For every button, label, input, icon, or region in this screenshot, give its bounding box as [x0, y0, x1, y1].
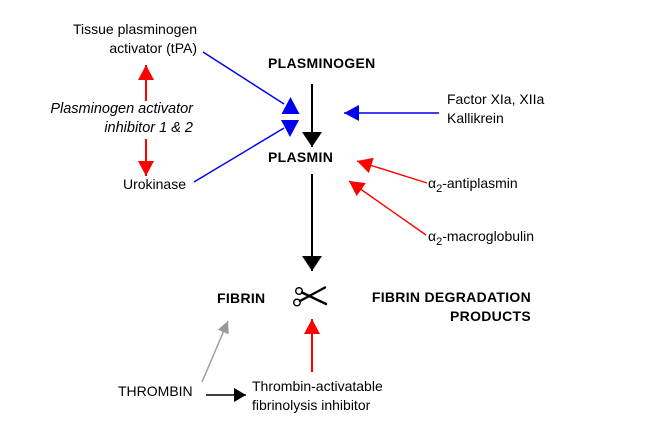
thrombin-label: THROMBIN — [118, 383, 193, 399]
tpa-label: Tissue plasminogen activator (tPA) — [73, 21, 197, 56]
plasmin-label: PLASMIN — [268, 149, 334, 165]
urokinase-label: Urokinase — [122, 176, 186, 192]
fdp-label: FIBRIN DEGRADATION PRODUCTS — [371, 289, 531, 324]
tafi-label: Thrombin-activatable fibrinolysis inhibi… — [252, 378, 383, 413]
tpa-activation-arrowhead — [281, 97, 300, 114]
fibrin-label: FIBRIN — [217, 290, 266, 306]
urokinase-activation-arrowhead — [281, 120, 299, 137]
arrow-tpa-activation-line — [202, 51, 285, 105]
arrow-urokinase-activation-line — [193, 127, 285, 183]
antiplasmin-label: α2-antiplasmin — [428, 175, 518, 195]
arrow-thrombin-to-fibrin — [201, 320, 229, 383]
macroglobulin-label: α2-macroglobulin — [428, 228, 535, 248]
plasminogen-label: PLASMINOGEN — [268, 55, 376, 71]
arrow-macroglobulin-inhibition — [348, 180, 427, 236]
scissors-icon — [293, 286, 328, 307]
pai-label: Plasminogen activator inhibitor 1 & 2 — [50, 101, 193, 136]
arrow-antiplasmin-inhibition — [356, 157, 428, 184]
factor-label: Factor XIa, XIIa Kallikrein — [447, 91, 545, 126]
